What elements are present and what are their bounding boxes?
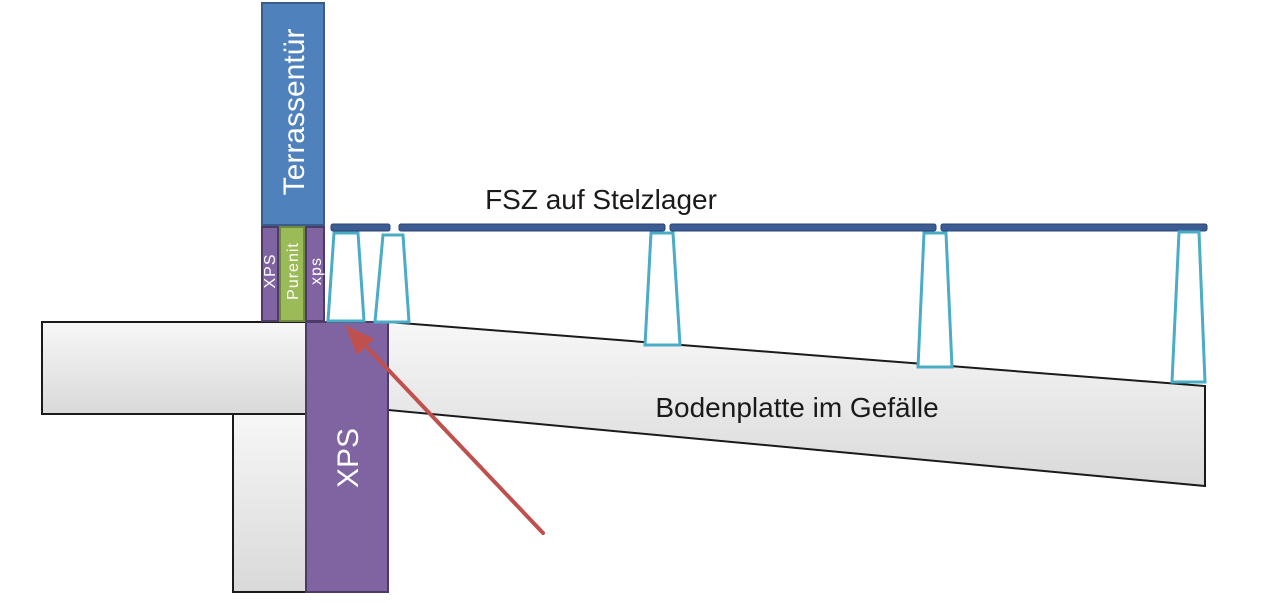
purenit-strip (279, 226, 305, 322)
purenit-label: Purenit (285, 242, 302, 300)
xps-strip-right (305, 226, 325, 322)
xps-strip-left-label: XPS (262, 253, 279, 288)
pointer-arrow (345, 325, 545, 535)
concrete-wall (232, 413, 307, 593)
pedestal (373, 233, 411, 324)
terrace-door (261, 2, 325, 226)
xps-large-label: XPS (332, 428, 365, 488)
pedestal (1170, 230, 1207, 384)
tile-rail (330, 223, 391, 232)
concrete-ceiling-slab (41, 321, 307, 415)
door-label: Terrassentür (278, 29, 311, 196)
tile-rail (940, 223, 1208, 232)
xps-insulation-large (305, 321, 389, 593)
xps-strip-right-label: xps (308, 257, 325, 285)
xps-strip-left (261, 226, 279, 322)
pedestal (643, 231, 682, 347)
pedestal (916, 231, 954, 369)
tiles-on-pedestals-label: FSZ auf Stelzlager (485, 184, 717, 215)
tile-rail (398, 223, 666, 232)
slab-label: Bodenplatte im Gefälle (655, 392, 938, 423)
tile-rail (669, 223, 937, 232)
pedestal (326, 231, 366, 323)
